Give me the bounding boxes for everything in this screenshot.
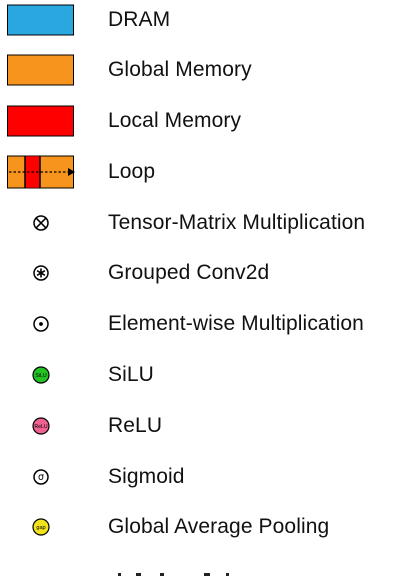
loop-arrow-icon xyxy=(8,155,75,188)
legend-label: Local Memory xyxy=(108,109,242,132)
legend-label: Global Memory xyxy=(108,58,252,81)
legend-item-grouped-conv2d: Grouped Conv2d xyxy=(0,253,414,293)
legend-item-element-wise-multiplication: Element-wise Multiplication xyxy=(0,304,414,344)
legend-label: DRAM xyxy=(108,8,171,31)
legend-item-silu: SiLU SiLU xyxy=(0,355,414,395)
otimes-icon xyxy=(33,215,49,231)
gap-icon-text: gap xyxy=(36,525,45,531)
legend-label: Grouped Conv2d xyxy=(108,261,270,284)
legend-label: Global Average Pooling xyxy=(108,515,330,538)
sigma-circle-icon: σ xyxy=(33,469,49,485)
legend-item-loop: Loop xyxy=(0,152,414,192)
relu-circle-icon: ReLU xyxy=(32,417,50,435)
loop-swatch xyxy=(7,155,75,189)
gap-circle-icon: gap xyxy=(32,518,50,536)
legend-item-dram: DRAM xyxy=(0,0,414,40)
dram-swatch xyxy=(7,4,74,36)
legend-label: Element-wise Multiplication xyxy=(108,312,364,335)
silu-circle-icon: SiLU xyxy=(32,366,50,384)
legend-item-tensor-matrix-multiplication: Tensor-Matrix Multiplication xyxy=(0,203,414,243)
legend-label: Sigmoid xyxy=(108,465,185,488)
legend-item-local-memory: Local Memory xyxy=(0,101,414,141)
relu-icon-text: ReLU xyxy=(34,424,48,430)
cutoff-text-fragment xyxy=(118,573,229,576)
global-memory-swatch xyxy=(7,54,74,86)
legend-item-global-memory: Global Memory xyxy=(0,50,414,90)
legend-item-global-average-pooling: gap Global Average Pooling xyxy=(0,507,414,547)
legend-label: ReLU xyxy=(108,414,163,437)
sigma-glyph: σ xyxy=(38,472,44,483)
local-memory-swatch xyxy=(7,105,74,137)
circled-asterisk-icon xyxy=(33,265,49,281)
legend-item-relu: ReLU ReLU xyxy=(0,406,414,446)
legend-label: Loop xyxy=(108,160,156,183)
silu-icon-text: SiLU xyxy=(35,373,46,379)
odot-icon xyxy=(33,316,49,332)
legend-label: Tensor-Matrix Multiplication xyxy=(108,211,366,234)
legend-item-sigmoid: σ Sigmoid xyxy=(0,457,414,497)
legend-label: SiLU xyxy=(108,363,154,386)
